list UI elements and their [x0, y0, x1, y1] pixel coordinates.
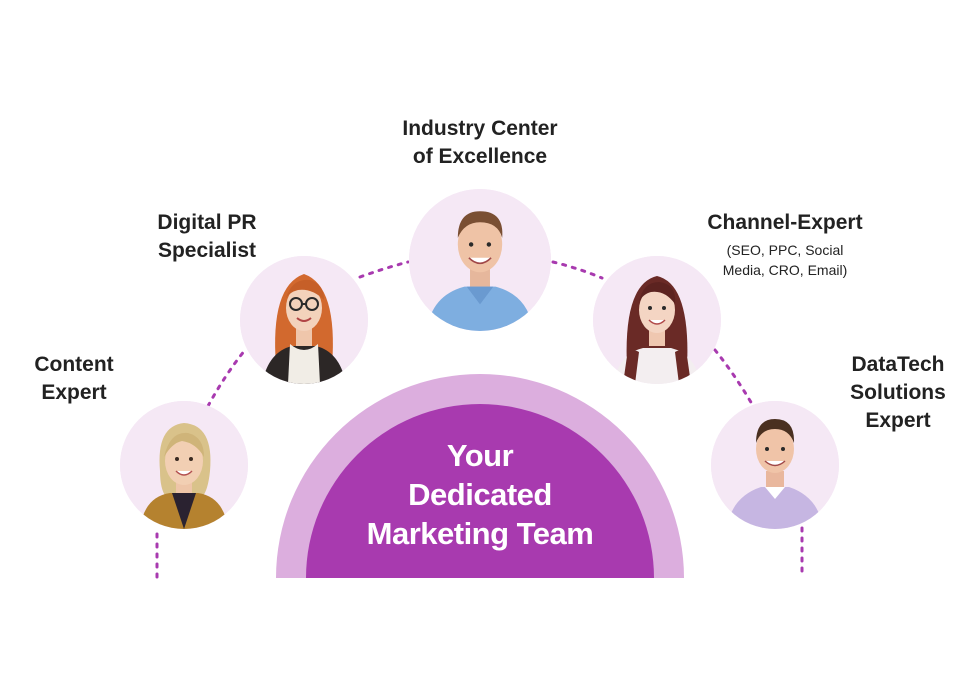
role-label-digital-pr-specialist: Digital PR Specialist [157, 211, 257, 262]
woman-blonde-portrait-icon [120, 401, 248, 529]
dotted-connector-arc [155, 260, 804, 579]
inner-semicircle [306, 404, 654, 578]
center-title: Your Dedicated Marketing Team [366, 438, 594, 551]
connector-left-mid [206, 348, 247, 408]
team-member-photo-industry-center-of-excellence [409, 189, 551, 331]
team-member-photo-digital-pr-specialist [240, 256, 368, 384]
woman-red-hair-glasses-portrait-icon [240, 256, 368, 384]
team-member-photo-datatech-solutions-expert [711, 401, 839, 529]
team-member-photo-channel-expert [593, 256, 721, 384]
role-detail-channel-expert: (SEO, PPC, Social Media, CRO, Email) [722, 242, 848, 278]
man-lavender-shirt-portrait-icon [711, 401, 839, 529]
man-blue-polo-portrait-icon [409, 189, 551, 331]
connector-left-top [358, 260, 410, 279]
woman-auburn-hair-portrait-icon [593, 256, 721, 384]
role-label-content-expert: Content Expert [34, 353, 114, 404]
team-member-photo-content-expert [120, 401, 248, 529]
role-label-datatech-solutions-expert: DataTech Solutions Expert [850, 353, 946, 432]
role-label-channel-expert: Channel-Expert [707, 211, 863, 234]
role-label-industry-center-of-excellence: Industry Center of Excellence [402, 117, 558, 168]
connector-right-mid [713, 348, 754, 406]
connector-right-top [551, 260, 604, 280]
